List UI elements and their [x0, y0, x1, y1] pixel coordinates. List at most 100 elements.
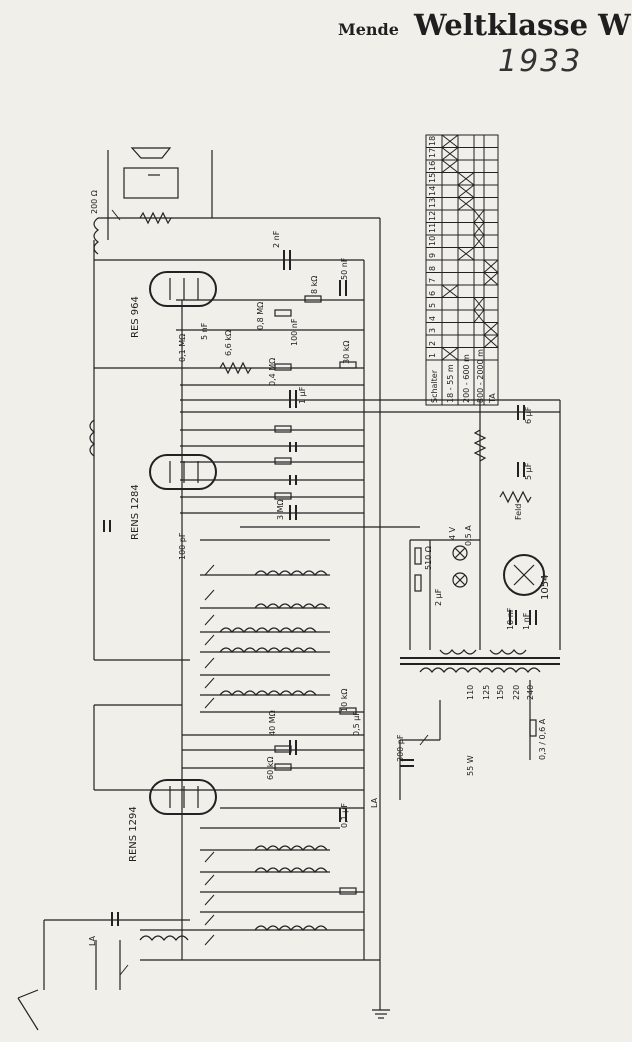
- label-res-60k: 60 kΩ: [266, 756, 275, 780]
- brand-label: Mende: [338, 20, 399, 39]
- tube-rens1284-symbol: [149, 454, 217, 490]
- coil-row-6: [254, 845, 328, 851]
- switch-table-mark: [441, 134, 459, 148]
- switch-position-label: 7: [428, 277, 437, 283]
- label-cap-05: 0,5 µF: [352, 711, 361, 736]
- hf-choke: [89, 419, 95, 457]
- label-cap-300pf: 300 pF: [396, 734, 405, 763]
- label-fuse: 0,3 / 0,6 A: [538, 718, 547, 760]
- wave-switches: [111, 209, 429, 976]
- switch-table-mark: [483, 322, 499, 336]
- tube-res964-symbol: [149, 271, 217, 307]
- coil-row-5: [219, 690, 317, 696]
- tube-label-res964: RES 964: [130, 296, 141, 338]
- switch-table: [425, 134, 499, 406]
- switch-table-mark: [441, 347, 459, 361]
- label-mains-220: 220: [512, 684, 521, 700]
- switch-table-mark: [457, 184, 475, 198]
- switch-position-label: 3: [428, 327, 437, 333]
- switch-position-label: 12: [428, 210, 437, 221]
- mains-transformer: [400, 649, 560, 673]
- switch-position-label: 15: [428, 172, 437, 183]
- label-res-08m: 0,8 MΩ: [256, 301, 265, 330]
- switch-table-mark: [483, 259, 499, 273]
- label-cap-1nf: 1 nF: [522, 612, 531, 630]
- label-cap-100pf: 100 pF: [178, 532, 187, 561]
- rectifier-tube-1054-symbol: [503, 554, 545, 596]
- switch-table-mark: [441, 284, 459, 298]
- coil-row-8: [254, 925, 328, 931]
- switch-position-label: 10: [428, 235, 437, 246]
- switch-table-mark: [483, 272, 499, 286]
- coil-row-1: [254, 570, 328, 576]
- switch-table-mark: [483, 334, 499, 348]
- switch-table-row-1: 18 - 55 m: [446, 364, 455, 403]
- label-res-510: 510 Ω: [424, 546, 433, 570]
- label-la-lower: LA: [88, 935, 97, 946]
- switch-position-label: 14: [428, 185, 437, 196]
- switch-position-label: 9: [428, 252, 437, 258]
- label-res-200: 200 Ω: [90, 190, 99, 214]
- capacitors: [103, 250, 537, 926]
- switch-table-mark: [473, 234, 485, 248]
- tube-label-1054: 1054: [540, 574, 551, 600]
- main-wiring: [17, 150, 561, 1031]
- tube-label-rens1284: RENS 1284: [130, 484, 141, 540]
- switch-table-row-3: 800 - 2000 m: [476, 349, 485, 403]
- resistors: [139, 211, 537, 895]
- antenna-coil: [139, 935, 189, 941]
- switch-position-label: 5: [428, 302, 437, 308]
- switch-table-mark: [473, 309, 485, 323]
- coil-row-7: [254, 867, 328, 873]
- switch-position-label: 18: [428, 135, 437, 146]
- coil-row-2: [254, 603, 328, 609]
- label-feld: Feld: [514, 503, 523, 520]
- label-res-40m: 40 MΩ: [268, 710, 277, 736]
- label-cap-6uf: 6 µF: [524, 406, 533, 424]
- switch-table-mark: [457, 247, 475, 261]
- switch-position-label: 11: [428, 222, 437, 233]
- output-choke: [93, 217, 99, 255]
- label-res-8k: 8 kΩ: [310, 275, 319, 294]
- label-mains-150: 150: [496, 684, 505, 700]
- switch-table-mark: [457, 172, 475, 186]
- switch-table-row-4: TA: [488, 393, 497, 403]
- coil-row-3: [219, 627, 317, 633]
- label-cap-5uf: 5 µF: [524, 462, 533, 480]
- handwritten-year: 1933: [498, 44, 583, 79]
- label-cap-1uf: 1 µF: [298, 386, 307, 404]
- switch-position-label: 2: [428, 340, 437, 346]
- label-cap-10nf: 10 nF: [506, 607, 515, 630]
- label-cap-50nf: 50 nF: [340, 257, 349, 280]
- label-mains-125: 125: [482, 684, 491, 700]
- label-lamp-4v: 4 V: [448, 526, 457, 540]
- label-cap-01: 0,1 µF: [340, 803, 349, 828]
- switch-position-label: 1: [428, 352, 437, 358]
- label-cap-2uf: 2 µF: [434, 588, 443, 606]
- label-55w: 55 W: [466, 755, 475, 776]
- model-title: Weltklasse W: [414, 8, 631, 42]
- switch-position-label: 8: [428, 265, 437, 271]
- pilot-lamps: [452, 545, 468, 588]
- label-cap-2nf: 2 nF: [272, 230, 281, 248]
- loudspeaker-symbol: [123, 147, 179, 199]
- tube-rens1294-symbol: [149, 779, 217, 815]
- label-res-01m: 0,1 MΩ: [178, 333, 187, 362]
- label-lamp-05a: 0,5 A: [464, 525, 473, 546]
- coil-row-4: [219, 647, 317, 653]
- switch-position-label: 17: [428, 147, 437, 158]
- label-res-30k: 30 kΩ: [342, 340, 351, 364]
- switch-table-header: Schalter: [430, 369, 439, 403]
- label-cap-5nf: 5 nF: [200, 322, 209, 340]
- switch-table-mark: [457, 197, 475, 211]
- switch-position-label: 6: [428, 290, 437, 296]
- switch-position-label: 13: [428, 197, 437, 208]
- label-res-66k: 6,6 kΩ: [224, 329, 233, 356]
- tube-label-rens1294: RENS 1294: [128, 806, 139, 862]
- label-cap-100: 100 nF: [290, 318, 299, 346]
- switch-table-mark: [441, 147, 459, 161]
- switch-table-row-2: 200 - 600 m: [462, 354, 471, 403]
- label-res-10k: 10 kΩ: [340, 688, 349, 712]
